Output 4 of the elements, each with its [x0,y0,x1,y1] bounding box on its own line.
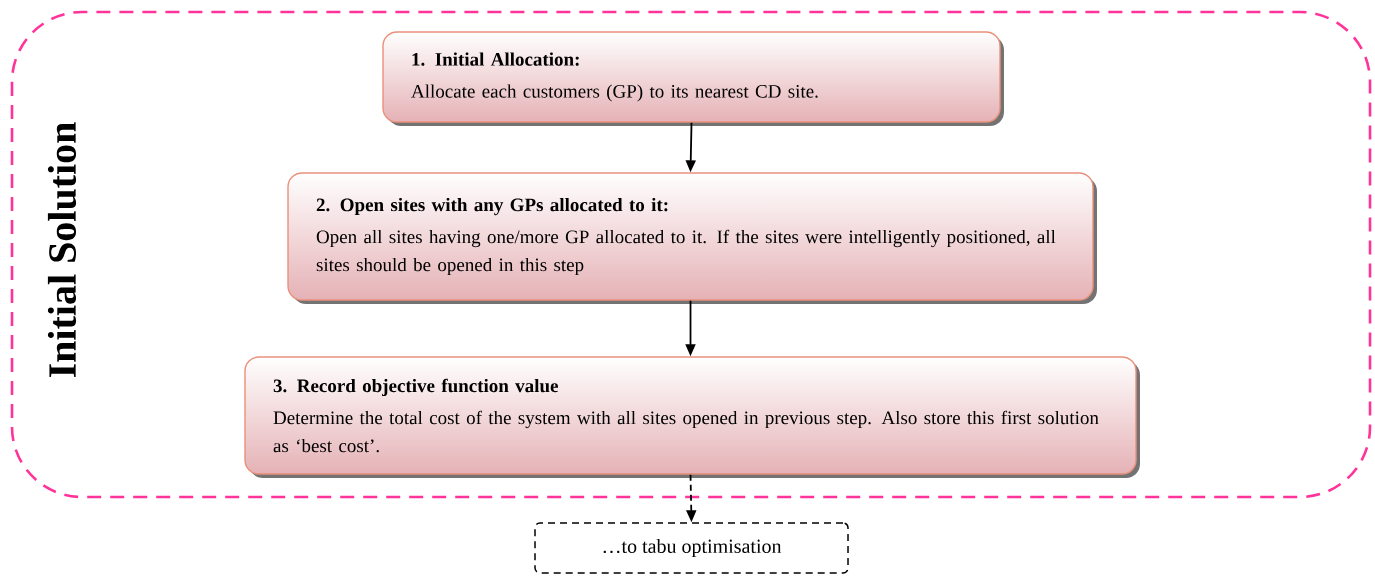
dashed-box: …to tabu optimisation [534,522,849,574]
process-box: 3. Record objective function value Determine the total cost of the system with all sites opened in previous step. Also store this first solution as ‘best cost’. [244,356,1137,475]
process-box: 2. Open sites with any GPs allocated to it: Open all sites having one/more GP allocated to it. If the sites were intelligently positioned, all sites should be opened in this step [287,172,1094,301]
process-box: 1. Initial Allocation: Allocate each customers (GP) to its nearest CD site. [382,31,1001,123]
